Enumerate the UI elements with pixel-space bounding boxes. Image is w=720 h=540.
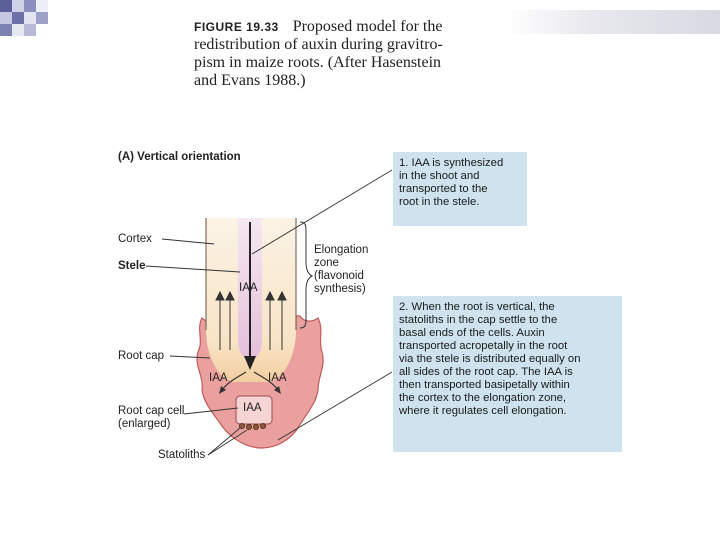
figure-number: FIGURE 19.33 (194, 20, 279, 34)
label-root-cap-cell-line2: (enlarged) (118, 418, 171, 430)
elongation-line2: zone (314, 257, 339, 269)
caption-line-3: pism in maize roots. (After Hasenstein (194, 54, 442, 71)
note2-line3: basal ends of the cells. Auxin (399, 327, 545, 339)
note1-line2: in the shoot and (399, 170, 480, 182)
label-stele: Stele (118, 260, 146, 272)
statolith-dots (238, 422, 266, 430)
note2-line8: the cortex to the elongation zone, (399, 392, 567, 404)
cortex-up-arrows (215, 290, 287, 350)
label-iaa-stele: IAA (239, 282, 258, 294)
label-iaa-left: IAA (209, 372, 228, 384)
top-band-decoration (506, 10, 720, 34)
label-iaa-cell: IAA (243, 402, 262, 414)
label-elongation-zone: Elongation zone (flavonoid synthesis) (314, 244, 368, 296)
label-root-cap-cell: Root cap cell (enlarged) (118, 405, 184, 431)
caption-line-1: Proposed model for the (292, 18, 443, 35)
panel-heading: (A) Vertical orientation (118, 151, 241, 163)
note-box-1: 1. IAA is synthesized in the shoot and t… (393, 152, 527, 226)
corner-checker-decoration (0, 0, 62, 40)
stele-down-arrow (244, 222, 256, 370)
elongation-line1: Elongation (314, 244, 369, 256)
note2-line6: all sides of the root cap. The IAA is (399, 366, 573, 378)
elongation-line3: (flavonoid (314, 270, 364, 282)
label-root-cap: Root cap (118, 350, 165, 362)
figure-caption: FIGURE 19.33 Proposed model for the redis… (194, 18, 524, 90)
root-cap-cell (235, 395, 273, 425)
note2-line2: statoliths in the cap settle to the (399, 314, 558, 326)
note1-line1: 1. IAA is synthesized (399, 157, 504, 169)
note2-line5: via the stele is distributed equally on (399, 353, 581, 365)
note1-line4: root in the stele. (399, 196, 480, 208)
label-cortex: Cortex (118, 233, 152, 245)
note2-line1: 2. When the root is vertical, the (399, 301, 555, 313)
note1-line3: transported to the (399, 183, 488, 195)
label-statoliths: Statoliths (158, 449, 206, 461)
note2-line4: transported acropetally in the root (399, 340, 568, 352)
leader-lines (145, 169, 393, 456)
caption-line-2: redistribution of auxin during gravitro- (194, 36, 443, 53)
label-root-cap-cell-line1: Root cap cell (118, 405, 185, 417)
elongation-line4: synthesis) (314, 283, 366, 295)
label-iaa-right: IAA (268, 372, 287, 384)
note-box-2: 2. When the root is vertical, the statol… (393, 296, 622, 452)
note2-line9: where it regulates cell elongation. (399, 405, 567, 417)
caption-line-4: and Evans 1988.) (194, 72, 306, 89)
note2-line7: then transported basipetally within (399, 379, 570, 391)
elongation-bracket (299, 221, 314, 329)
